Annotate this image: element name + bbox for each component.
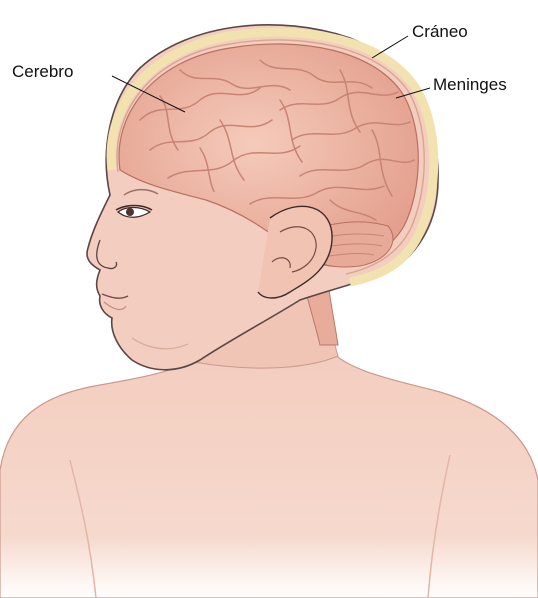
skull-label: Cráneo xyxy=(412,23,468,40)
meninges-label: Meninges xyxy=(433,76,507,93)
skull-leader-line xyxy=(372,36,408,58)
torso xyxy=(0,350,538,598)
brain-label: Cerebro xyxy=(12,63,73,80)
